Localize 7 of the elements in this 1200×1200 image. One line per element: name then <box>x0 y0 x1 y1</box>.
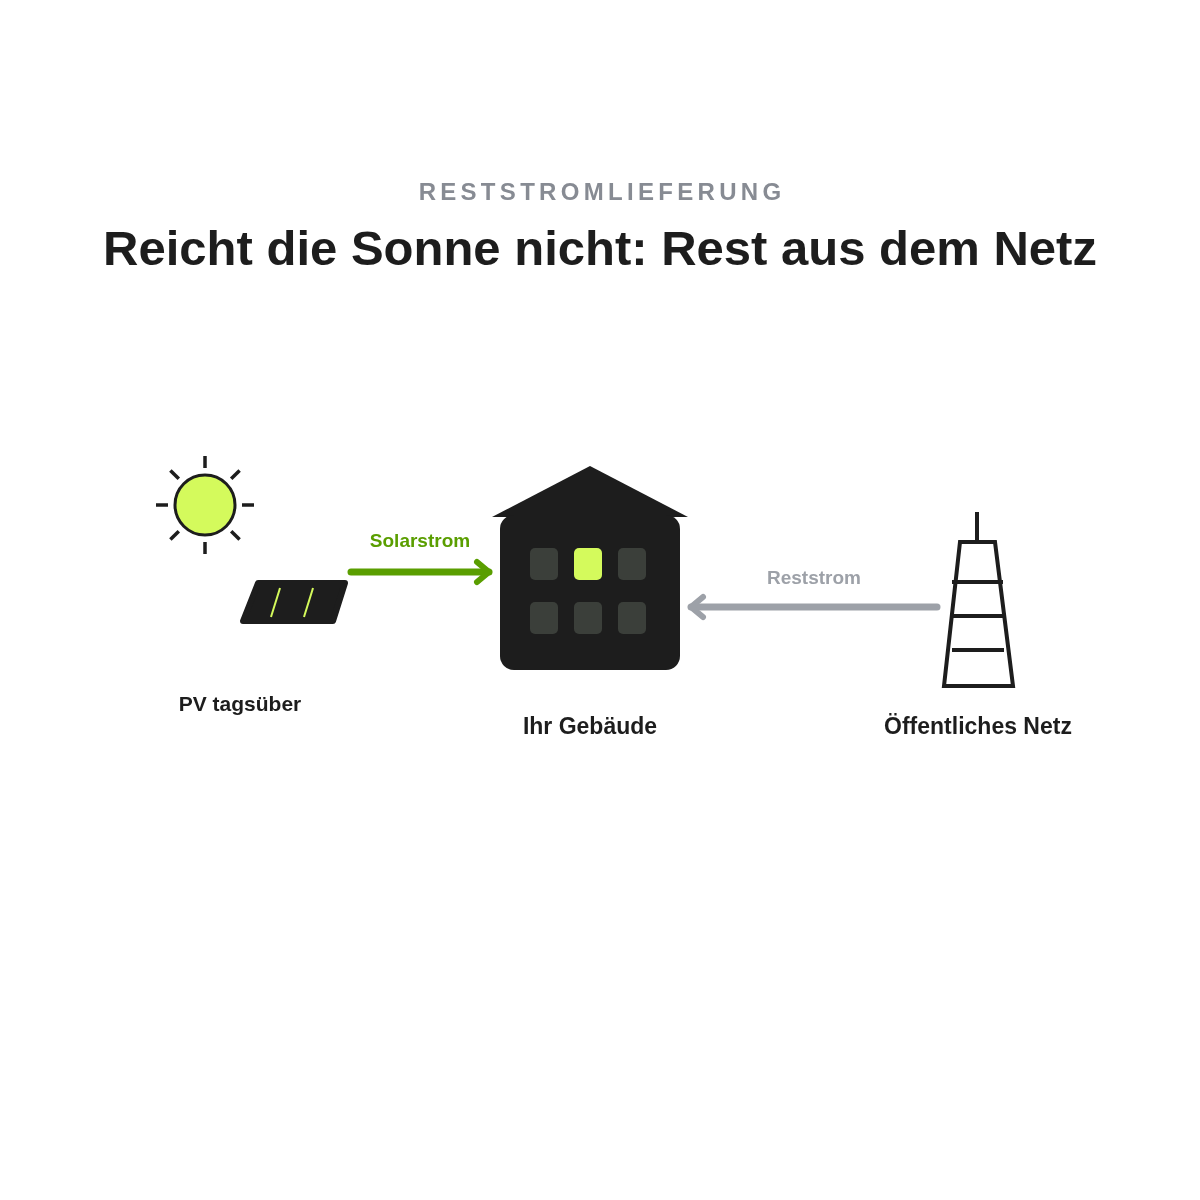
arrow <box>347 559 493 585</box>
diagram-title: Reicht die Sonne nicht: Rest aus dem Netz <box>103 220 1097 277</box>
node-label: Öffentliches Netz <box>884 713 1072 740</box>
arrow <box>687 594 941 620</box>
overline-label: RESTSTROMLIEFERUNG <box>418 179 786 206</box>
node-label: Ihr Gebäude <box>522 713 658 740</box>
node-label: PV tagsüber <box>178 692 302 717</box>
